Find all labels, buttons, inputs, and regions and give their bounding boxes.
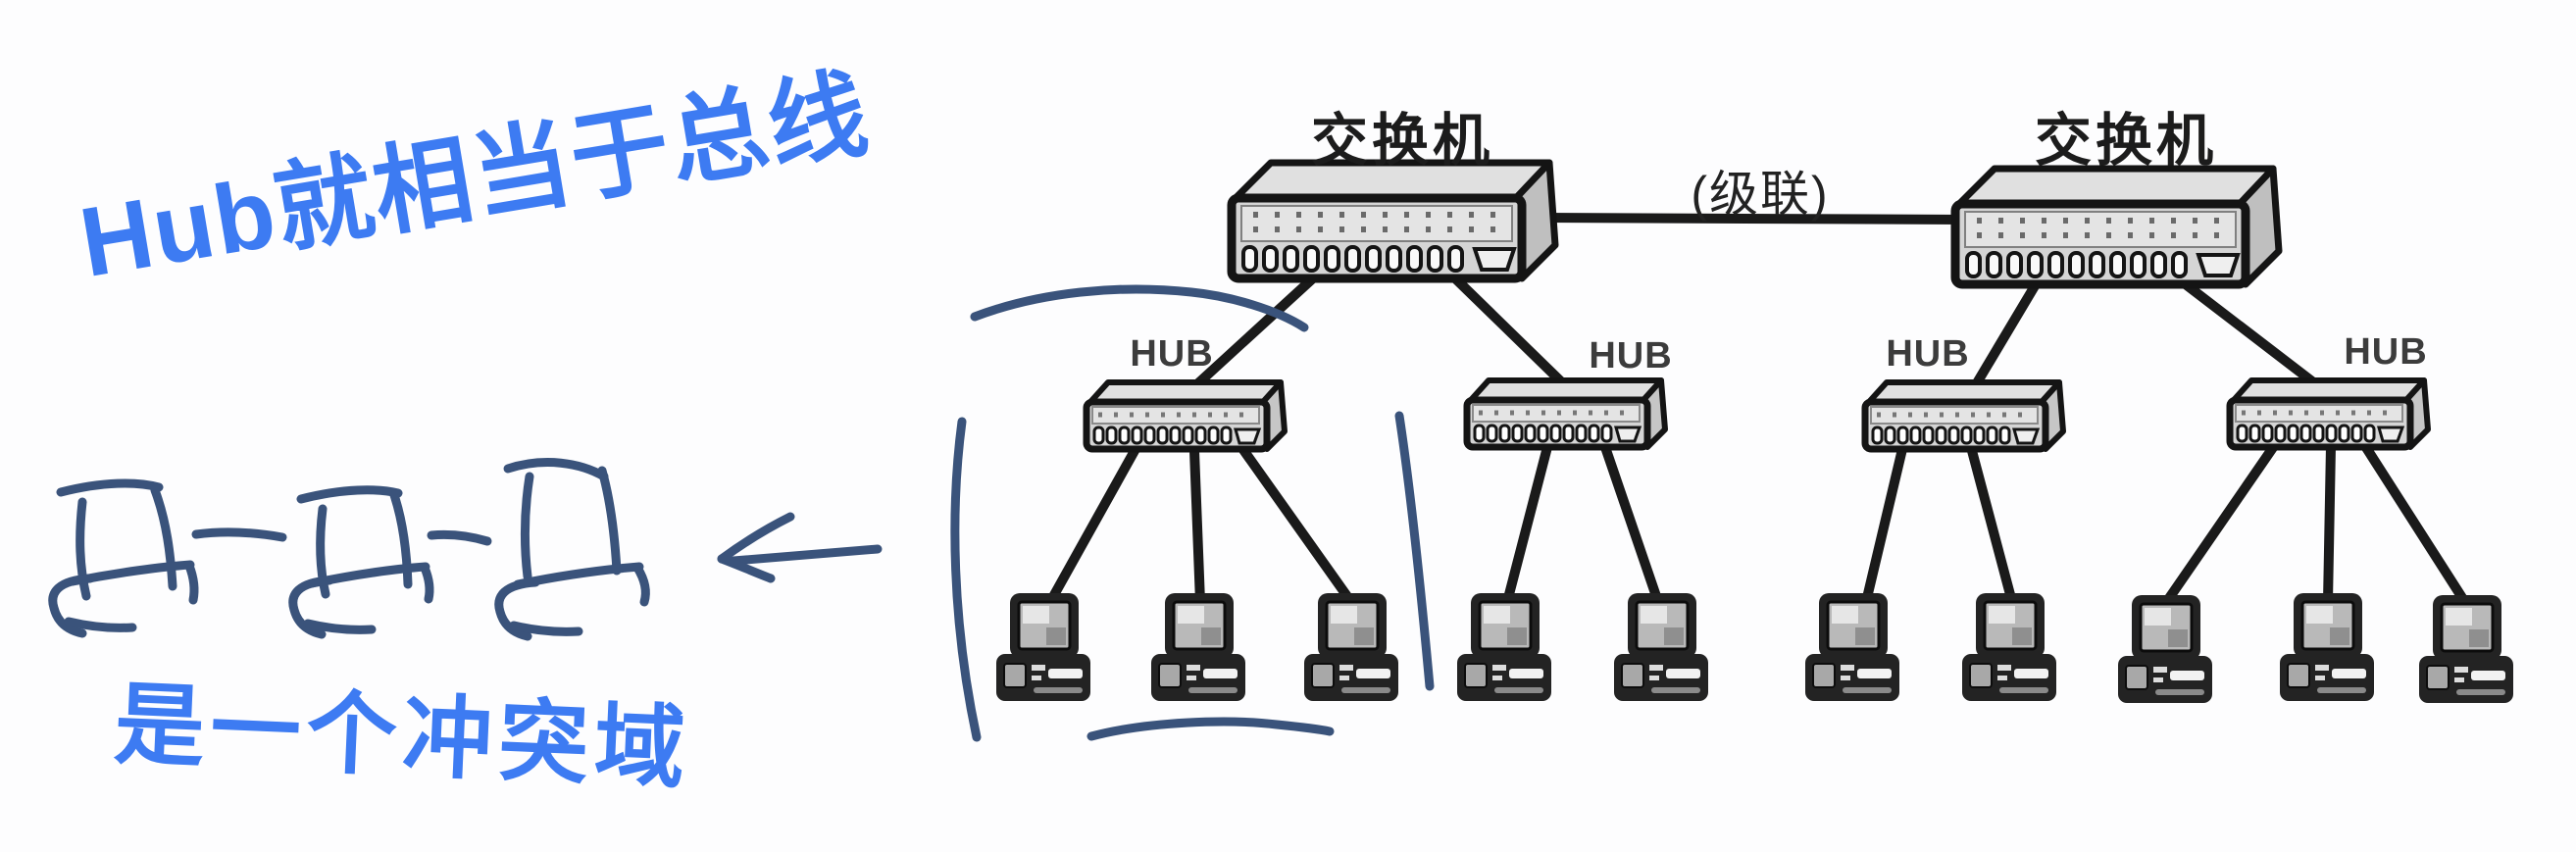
pc-1	[994, 591, 1092, 703]
hub-2	[1467, 380, 1665, 447]
sketch-bus-dash-1	[191, 527, 287, 542]
sketch-bus-dash-2	[427, 529, 492, 546]
bracket-right-stroke	[1394, 411, 1435, 691]
hub-3	[1865, 382, 2063, 449]
hub-1-label: HUB	[1130, 333, 1214, 375]
underline-stroke	[1086, 717, 1335, 741]
switch-2	[1955, 169, 2279, 284]
pc-3	[1302, 591, 1400, 703]
switch-2-label: 交换机	[2034, 109, 2218, 173]
pc-8	[2116, 593, 2214, 705]
switch-1	[1232, 163, 1555, 278]
pc-5	[1612, 591, 1710, 703]
pc-10	[2417, 593, 2515, 705]
pc-9	[2278, 591, 2376, 703]
sketch-computer-1	[48, 478, 199, 638]
pc-4	[1455, 591, 1553, 703]
hub-1	[1086, 382, 1285, 449]
cascade-label: (级联)	[1691, 167, 1830, 222]
pc-7	[1960, 591, 2058, 703]
handwritten-marks	[48, 284, 1435, 742]
sketch-computer-3	[494, 458, 650, 641]
squiggle-over-hub1	[970, 284, 1309, 332]
handwritten-note-bottom: 是一个冲突域	[112, 674, 693, 800]
switch-1-label: 交换机	[1310, 109, 1494, 173]
hub-4-label: HUB	[2344, 331, 2428, 373]
hub-4	[2230, 380, 2428, 447]
network-cables	[1045, 213, 2471, 609]
pc-2	[1149, 591, 1247, 703]
sketch-computer-2	[288, 485, 434, 639]
cascade-cable	[1537, 213, 1970, 225]
pc-6	[1803, 591, 1901, 703]
hub-3-label: HUB	[1886, 333, 1970, 375]
hub-2-label: HUB	[1589, 335, 1673, 376]
bracket-left-stroke	[950, 417, 982, 742]
left-arrow-icon	[717, 512, 883, 583]
